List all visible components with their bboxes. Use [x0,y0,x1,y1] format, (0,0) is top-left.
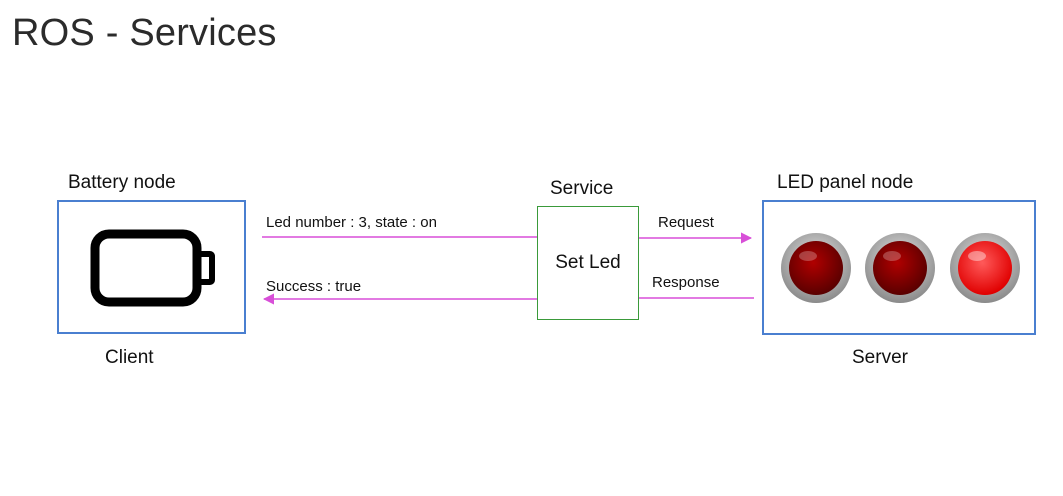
led-3-icon [950,233,1020,303]
server-request-label: Request [658,214,714,231]
led-2-icon [865,233,935,303]
battery-icon [90,229,215,307]
server-response-label: Response [652,274,720,291]
server-node-box [762,200,1036,335]
client-node-box [57,200,246,334]
server-role-label: Server [852,347,908,368]
led-panel [781,233,1020,303]
service-name: Set Led [555,252,621,273]
page-title: ROS - Services [12,12,277,54]
led-1-icon [781,233,851,303]
client-request-label: Led number : 3, state : on [266,214,437,231]
client-response-label: Success : true [266,278,362,295]
client-node-heading: Battery node [68,172,176,193]
client-role-label: Client [105,347,154,368]
server-node-heading: LED panel node [777,172,914,193]
service-box: Set Led [537,206,639,320]
service-heading: Service [550,178,614,199]
